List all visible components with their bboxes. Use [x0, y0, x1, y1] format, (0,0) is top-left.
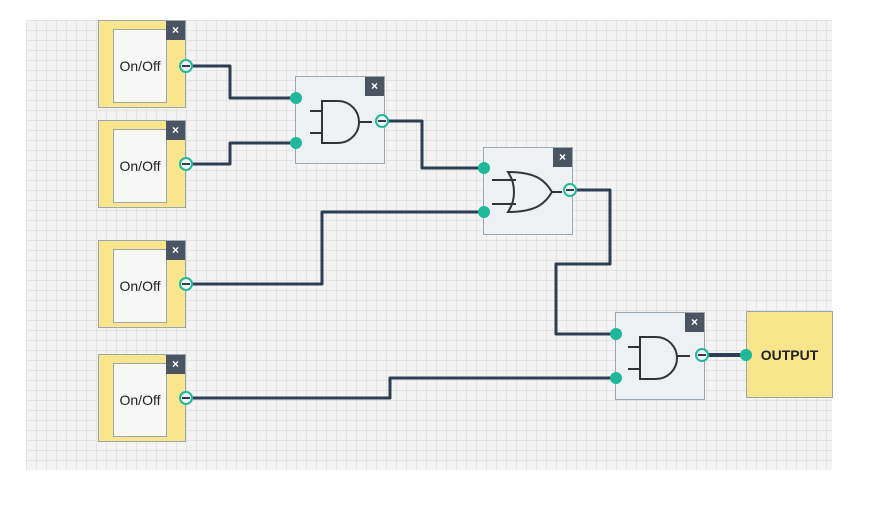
- and-gate-icon: [628, 336, 690, 380]
- or-gate-icon: [492, 170, 562, 214]
- and-gate-2-output-port[interactable]: [695, 348, 709, 362]
- and-gate-1[interactable]: ×: [295, 76, 385, 164]
- wire-switch3-or[interactable]: [184, 210, 486, 286]
- close-icon[interactable]: ×: [166, 355, 185, 374]
- switch-label[interactable]: On/Off: [113, 249, 167, 323]
- switch-4-output-port[interactable]: [179, 391, 193, 405]
- switch-block-3[interactable]: On/Off ×: [98, 240, 186, 328]
- close-icon[interactable]: ×: [166, 121, 185, 140]
- and-gate-1-input-a[interactable]: [290, 92, 302, 104]
- and-gate-1-output-port[interactable]: [375, 114, 389, 128]
- switch-label[interactable]: On/Off: [113, 129, 167, 203]
- or-gate[interactable]: ×: [483, 147, 573, 235]
- output-block[interactable]: OUTPUT: [746, 311, 833, 398]
- switch-1-output-port[interactable]: [179, 59, 193, 73]
- wire-switch4-and2[interactable]: [184, 376, 618, 400]
- or-gate-input-b[interactable]: [478, 206, 490, 218]
- switch-label[interactable]: On/Off: [113, 29, 167, 103]
- close-icon[interactable]: ×: [166, 21, 185, 40]
- close-icon[interactable]: ×: [166, 241, 185, 260]
- switch-block-2[interactable]: On/Off ×: [98, 120, 186, 208]
- close-icon[interactable]: ×: [685, 313, 704, 332]
- output-input-port[interactable]: [740, 349, 752, 361]
- switch-2-output-port[interactable]: [179, 157, 193, 171]
- and-gate-2-input-b[interactable]: [610, 372, 622, 384]
- and-gate-icon: [310, 100, 372, 144]
- wire-switch2-and1[interactable]: [184, 141, 298, 166]
- switch-block-4[interactable]: On/Off ×: [98, 354, 186, 442]
- or-gate-output-port[interactable]: [563, 183, 577, 197]
- switch-block-1[interactable]: On/Off ×: [98, 20, 186, 108]
- close-icon[interactable]: ×: [553, 148, 572, 167]
- or-gate-input-a[interactable]: [478, 162, 490, 174]
- close-icon[interactable]: ×: [365, 77, 384, 96]
- and-gate-2[interactable]: ×: [615, 312, 705, 400]
- switch-3-output-port[interactable]: [179, 277, 193, 291]
- wire-and1-or[interactable]: [380, 119, 486, 170]
- and-gate-1-input-b[interactable]: [290, 137, 302, 149]
- switch-label[interactable]: On/Off: [113, 363, 167, 437]
- wire-switch1-and1[interactable]: [184, 64, 298, 100]
- wire-or-and2[interactable]: [554, 188, 618, 336]
- output-label: OUTPUT: [760, 346, 819, 363]
- and-gate-2-input-a[interactable]: [610, 328, 622, 340]
